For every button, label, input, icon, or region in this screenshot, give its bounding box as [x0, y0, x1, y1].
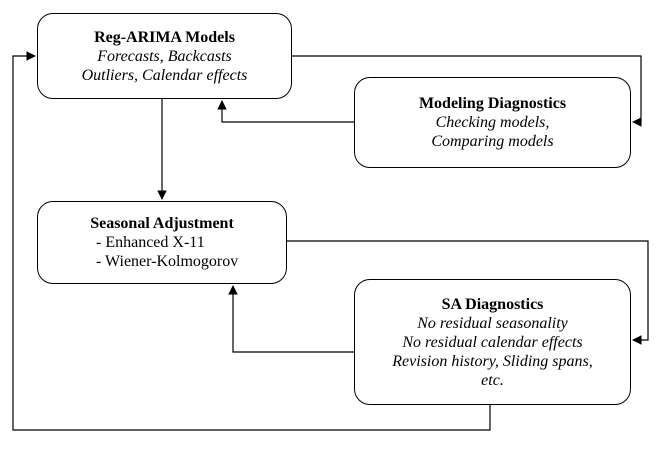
regarima-models-box: Reg-ARIMA Models Forecasts, Backcasts Ou…: [37, 13, 292, 99]
sadiag-title: SA Diagnostics: [441, 295, 544, 313]
arrow-modeling-to-regarima: [217, 100, 354, 123]
arrow-seasonal-to-sadiag: [287, 240, 649, 345]
sadiag-line-revision: Revision history, Sliding spans,: [392, 352, 593, 370]
arrow-sadiag-to-regarima: [12, 51, 491, 431]
sadiag-line-calendar: No residual calendar effects: [402, 333, 583, 351]
arrow-sadiag-to-seasonal: [228, 285, 354, 353]
sa-diagnostics-box: SA Diagnostics No residual seasonality N…: [354, 279, 631, 405]
regarima-title: Reg-ARIMA Models: [94, 28, 235, 46]
modeling-line-comparing: Comparing models: [431, 133, 554, 150]
sadiag-line-seasonality: No residual seasonality: [417, 314, 568, 332]
sadiag-line-etc: etc.: [481, 371, 504, 389]
regarima-line-forecasts: Forecasts, Backcasts: [97, 47, 232, 65]
arrow-regarima-to-modeling: [292, 55, 642, 127]
modeling-diagnostics-box: Modeling Diagnostics Checking models, Co…: [354, 77, 631, 168]
seasonal-adjustment-box: Seasonal Adjustment - Enhanced X-11 - Wi…: [37, 201, 287, 284]
seasonal-line-wiener: - Wiener-Kolmogorov: [96, 253, 239, 270]
modeling-title: Modeling Diagnostics: [418, 95, 567, 112]
seasonal-title: Seasonal Adjustment: [90, 215, 234, 232]
regarima-line-outliers: Outliers, Calendar effects: [81, 66, 248, 84]
modeling-line-checking: Checking models,: [435, 114, 550, 131]
seasonal-line-x11: - Enhanced X-11: [96, 234, 205, 251]
